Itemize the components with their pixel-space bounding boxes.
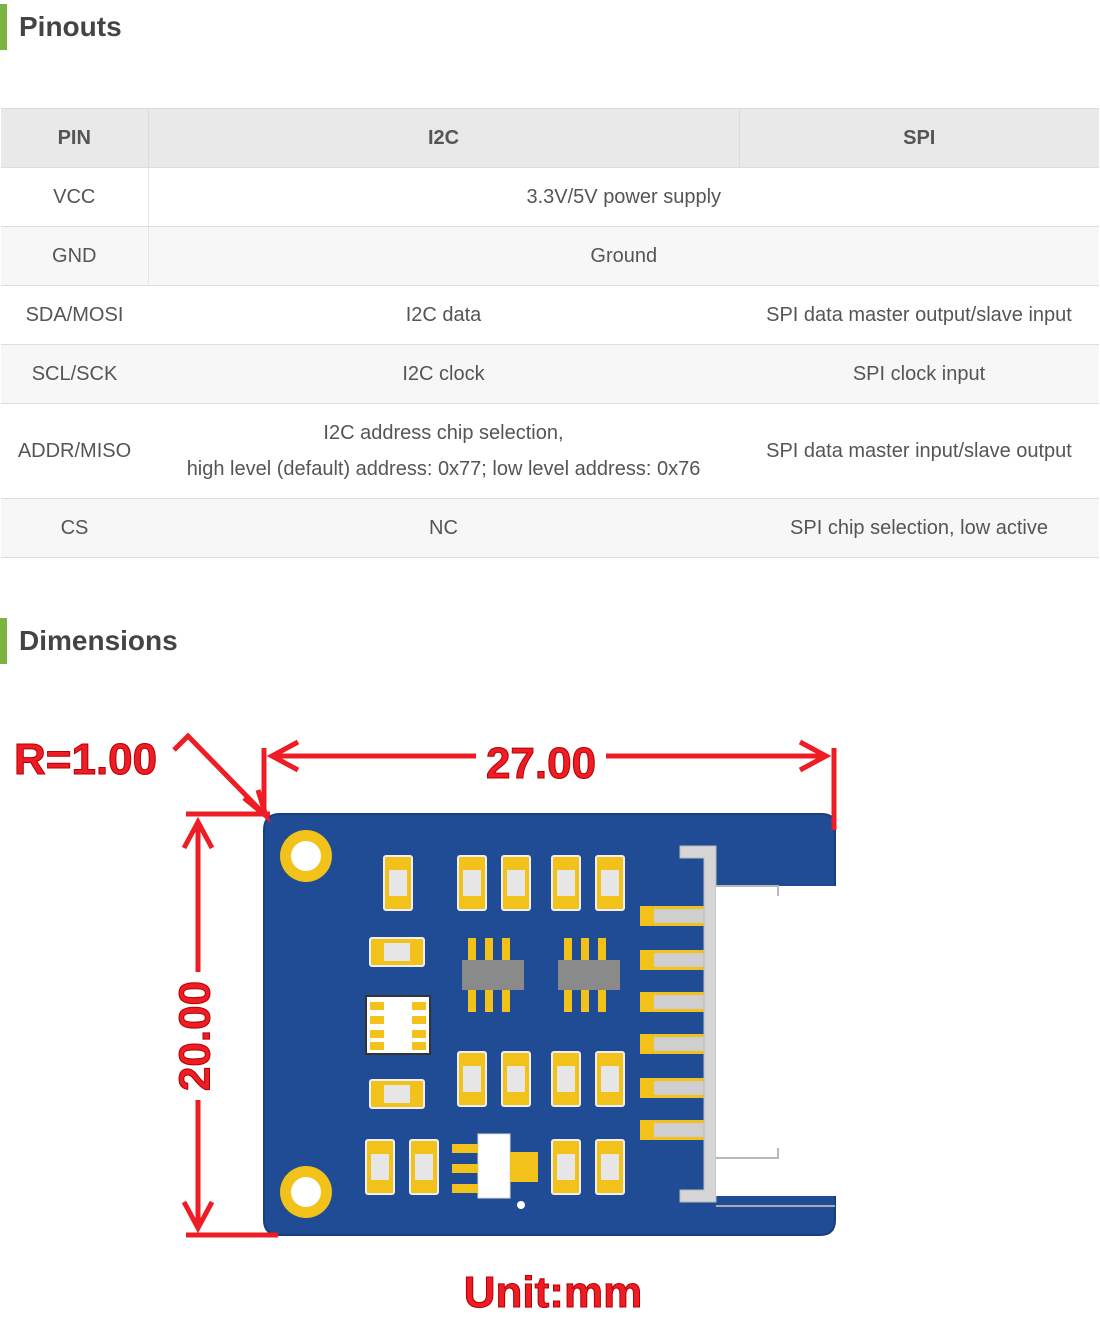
width-label: 27.00 xyxy=(486,739,596,788)
pcb-board xyxy=(263,813,836,1236)
height-label: 20.00 xyxy=(171,981,220,1091)
connector-housing xyxy=(679,845,836,1207)
pin-name: VCC xyxy=(1,167,149,227)
sensor-chip xyxy=(365,995,431,1055)
i2c-function: NC xyxy=(148,498,739,558)
table-row-scl: SCL/SCK I2C clock SPI clock input xyxy=(1,344,1099,404)
table-row-sda: SDA/MOSI I2C data SPI data master output… xyxy=(1,285,1099,345)
sot-chip xyxy=(462,938,620,1012)
column-header-pin: PIN xyxy=(1,108,148,168)
pinouts-heading: Pinouts xyxy=(0,4,400,50)
pin-description: 3.3V/5V power supply xyxy=(148,167,1099,227)
pin-description: Ground xyxy=(148,226,1099,286)
table-header-row: PIN I2C SPI xyxy=(1,108,1099,168)
table-row-addr: ADDR/MISO I2C address chip selection, hi… xyxy=(1,403,1099,499)
radius-label: R=1.00 xyxy=(14,735,157,784)
i2c-function: I2C clock xyxy=(148,344,739,404)
pin-name: GND xyxy=(1,226,149,286)
pin-name: SDA/MOSI xyxy=(1,285,148,345)
i2c-function-line: I2C address chip selection, xyxy=(323,422,564,444)
i2c-function: I2C address chip selection, high level (… xyxy=(148,403,739,499)
i2c-function: I2C data xyxy=(148,285,739,345)
table-row-gnd: GND Ground xyxy=(1,226,1099,286)
pin-name: ADDR/MISO xyxy=(1,403,148,499)
i2c-function-line: high level (default) address: 0x77; low … xyxy=(186,458,701,480)
pin-name: SCL/SCK xyxy=(1,344,148,404)
pinout-table: PIN I2C SPI VCC 3.3V/5V power supply GND… xyxy=(1,108,1099,558)
spi-function: SPI data master output/slave input xyxy=(739,285,1099,345)
unit-label: Unit:mm xyxy=(464,1268,642,1317)
column-header-i2c: I2C xyxy=(147,108,739,168)
dimension-drawing: R=1.00 27.00 20.00 Unit:mm xyxy=(14,732,837,1318)
spi-function: SPI data master input/slave output xyxy=(739,403,1099,499)
dimension-lines xyxy=(172,732,837,1238)
spi-function: SPI clock input xyxy=(739,344,1099,404)
regulator-chip xyxy=(452,1133,538,1209)
table-row-cs: CS NC SPI chip selection, low active xyxy=(1,498,1099,558)
table-row-vcc: VCC 3.3V/5V power supply xyxy=(1,167,1099,227)
dimensions-heading: Dimensions xyxy=(0,618,400,664)
pin-name: CS xyxy=(1,498,148,558)
connector-pins xyxy=(640,906,706,1140)
spi-function: SPI chip selection, low active xyxy=(739,498,1099,558)
column-header-spi: SPI xyxy=(738,108,1099,168)
